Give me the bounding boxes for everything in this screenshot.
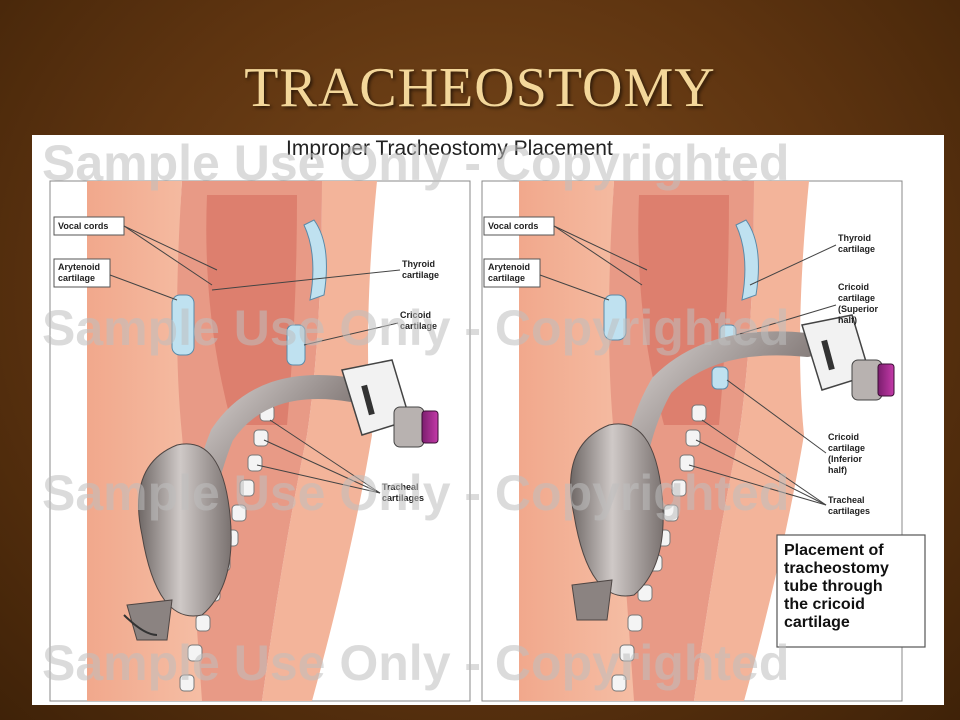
right-label-vocal-cords: Vocal cords bbox=[488, 221, 538, 231]
caption-line-3: tube through bbox=[784, 578, 883, 595]
left-tube-cuff bbox=[138, 443, 232, 617]
right-arytenoid-cartilage bbox=[603, 294, 627, 341]
caption-line-1: Placement of bbox=[784, 542, 884, 559]
right-labels: Vocal cords Arytenoid cartilage Thyroid … bbox=[483, 216, 879, 516]
left-tube-connector bbox=[393, 406, 425, 448]
figure-title: Improper Tracheostomy Placement bbox=[286, 137, 613, 160]
right-front-tissue bbox=[694, 181, 809, 701]
right-label-arytenoid-2: cartilage bbox=[488, 273, 525, 283]
right-label-cricoid-sup-4: half) bbox=[838, 315, 857, 325]
slide-title: TRACHEOSTOMY bbox=[244, 57, 716, 119]
right-label-tracheal-1: Tracheal bbox=[828, 495, 865, 505]
left-tube-tip bbox=[126, 599, 173, 641]
left-front-tissue bbox=[262, 181, 377, 701]
right-label-cricoid-sup-1: Cricoid bbox=[838, 282, 869, 292]
right-label-tracheal-2: cartilages bbox=[828, 506, 870, 516]
watermark-2: Sample Use Only - Copyrighted bbox=[42, 300, 789, 356]
right-tube-cap bbox=[877, 363, 895, 397]
right-tracheostomy-tube bbox=[570, 314, 895, 621]
caption-line-4: the cricoid bbox=[784, 596, 865, 613]
left-label-thyroid-1: Thyroid bbox=[402, 259, 435, 269]
right-label-arytenoid-1: Arytenoid bbox=[488, 262, 530, 272]
caption-line-5: cartilage bbox=[784, 614, 850, 631]
watermark-3: Sample Use Only - Copyrighted bbox=[42, 465, 789, 521]
right-label-cricoid-inf-1: Cricoid bbox=[828, 432, 859, 442]
right-tracheal-rings bbox=[611, 404, 707, 692]
caption-box: Placement of tracheostomy tube through t… bbox=[776, 534, 926, 648]
right-thyroid-cartilage bbox=[735, 219, 759, 301]
left-panel: Vocal cords Arytenoid cartilage Thyroid … bbox=[49, 180, 471, 702]
left-arytenoid-cartilage bbox=[171, 294, 195, 356]
left-tracheostomy-tube bbox=[123, 359, 439, 641]
right-panel: Vocal cords Arytenoid cartilage Thyroid … bbox=[481, 180, 926, 702]
tracheostomy-figure: Improper Tracheostomy Placement bbox=[32, 135, 944, 705]
left-thyroid-cartilage bbox=[303, 219, 327, 301]
left-label-cricoid-1: Cricoid bbox=[400, 310, 431, 320]
right-label-cricoid-inf-2: cartilage bbox=[828, 443, 865, 453]
right-label-cricoid-sup-3: (Superior bbox=[838, 304, 879, 314]
watermark-1: Sample Use Only - Copyrighted bbox=[42, 135, 789, 191]
right-tube-tip bbox=[571, 579, 613, 621]
right-label-cricoid-inf-3: (Inferior bbox=[828, 454, 862, 464]
left-label-arytenoid-1: Arytenoid bbox=[58, 262, 100, 272]
right-label-thyroid-1: Thyroid bbox=[838, 233, 871, 243]
left-label-arytenoid-2: cartilage bbox=[58, 273, 95, 283]
right-cricoid-inferior bbox=[711, 366, 729, 390]
right-label-thyroid-2: cartilage bbox=[838, 244, 875, 254]
left-label-tracheal-1: Tracheal bbox=[382, 482, 419, 492]
left-label-vocal-cords: Vocal cords bbox=[58, 221, 108, 231]
left-labels: Vocal cords Arytenoid cartilage Thyroid … bbox=[53, 216, 439, 503]
left-label-tracheal-2: cartilages bbox=[382, 493, 424, 503]
left-larynx bbox=[206, 195, 297, 425]
watermark-4: Sample Use Only - Copyrighted bbox=[42, 635, 789, 691]
watermarks: Sample Use Only - Copyrighted Sample Use… bbox=[42, 135, 789, 691]
left-label-thyroid-2: cartilage bbox=[402, 270, 439, 280]
right-label-cricoid-sup-2: cartilage bbox=[838, 293, 875, 303]
left-tube-cap bbox=[421, 410, 439, 444]
caption-line-2: tracheostomy bbox=[784, 560, 889, 577]
left-label-cricoid-2: cartilage bbox=[400, 321, 437, 331]
right-label-cricoid-inf-4: half) bbox=[828, 465, 847, 475]
